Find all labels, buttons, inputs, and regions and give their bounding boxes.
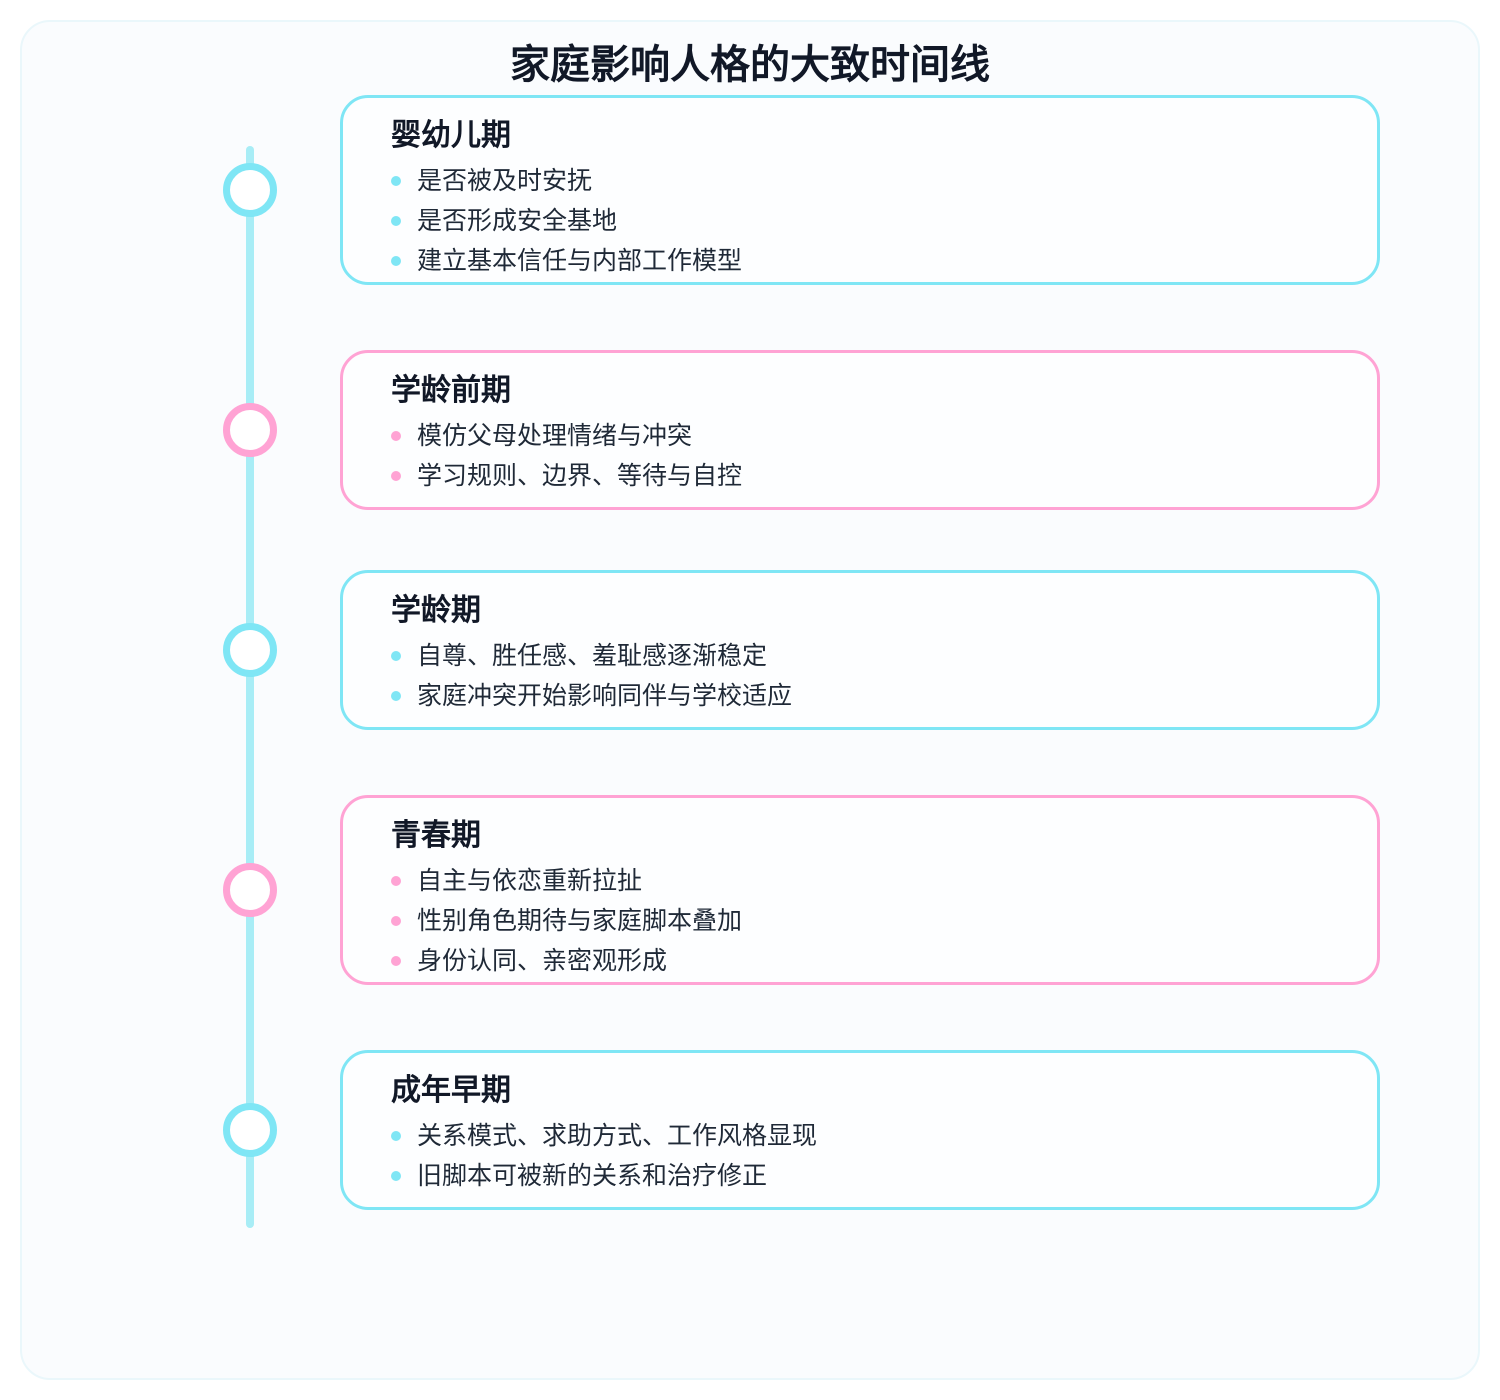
stage-card-preschool: 学龄前期 模仿父母处理情绪与冲突 学习规则、边界、等待与自控 (340, 350, 1380, 510)
list-item: 身份认同、亲密观形成 (391, 941, 742, 981)
list-item: 关系模式、求助方式、工作风格显现 (391, 1116, 817, 1156)
list-item-text: 家庭冲突开始影响同伴与学校适应 (417, 681, 793, 710)
bullet-dot-icon (391, 216, 401, 226)
stage-card-infancy: 婴幼儿期 是否被及时安抚 是否形成安全基地 建立基本信任与内部工作模型 (340, 95, 1380, 285)
stage-title: 成年早期 (391, 1073, 511, 1108)
list-item-text: 建立基本信任与内部工作模型 (417, 246, 743, 275)
timeline-node-preschool (223, 403, 277, 457)
timeline-line (246, 146, 254, 1228)
timeline-node-school-age (223, 623, 277, 677)
list-item: 是否被及时安抚 (391, 161, 742, 201)
list-item: 是否形成安全基地 (391, 201, 742, 241)
bullet-dot-icon (391, 916, 401, 926)
list-item-text: 自主与依恋重新拉扯 (417, 866, 643, 895)
timeline-node-early-adulthood (223, 1103, 277, 1157)
list-item-text: 自尊、胜任感、羞耻感逐渐稳定 (417, 641, 768, 670)
stage-item-list: 自尊、胜任感、羞耻感逐渐稳定 家庭冲突开始影响同伴与学校适应 (391, 636, 792, 716)
stage-title: 青春期 (391, 818, 481, 853)
list-item: 建立基本信任与内部工作模型 (391, 241, 742, 281)
stage-item-list: 模仿父母处理情绪与冲突 学习规则、边界、等待与自控 (391, 416, 742, 496)
stage-item-list: 自主与依恋重新拉扯 性别角色期待与家庭脚本叠加 身份认同、亲密观形成 (391, 861, 742, 981)
bullet-dot-icon (391, 956, 401, 966)
bullet-dot-icon (391, 471, 401, 481)
list-item: 家庭冲突开始影响同伴与学校适应 (391, 676, 792, 716)
list-item: 自主与依恋重新拉扯 (391, 861, 742, 901)
list-item-text: 学习规则、边界、等待与自控 (417, 461, 743, 490)
stage-card-adolescence: 青春期 自主与依恋重新拉扯 性别角色期待与家庭脚本叠加 身份认同、亲密观形成 (340, 795, 1380, 985)
bullet-dot-icon (391, 1171, 401, 1181)
bullet-dot-icon (391, 256, 401, 266)
list-item: 学习规则、边界、等待与自控 (391, 456, 742, 496)
list-item-text: 性别角色期待与家庭脚本叠加 (417, 906, 743, 935)
list-item-text: 关系模式、求助方式、工作风格显现 (417, 1121, 818, 1150)
list-item: 模仿父母处理情绪与冲突 (391, 416, 742, 456)
stage-title: 学龄前期 (391, 373, 511, 408)
stage-card-school-age: 学龄期 自尊、胜任感、羞耻感逐渐稳定 家庭冲突开始影响同伴与学校适应 (340, 570, 1380, 730)
stage-item-list: 关系模式、求助方式、工作风格显现 旧脚本可被新的关系和治疗修正 (391, 1116, 817, 1196)
list-item: 旧脚本可被新的关系和治疗修正 (391, 1156, 817, 1196)
bullet-dot-icon (391, 431, 401, 441)
stage-title: 学龄期 (391, 593, 481, 628)
bullet-dot-icon (391, 691, 401, 701)
bullet-dot-icon (391, 176, 401, 186)
page-title: 家庭影响人格的大致时间线 (510, 42, 990, 88)
list-item-text: 是否被及时安抚 (417, 166, 593, 195)
list-item: 自尊、胜任感、羞耻感逐渐稳定 (391, 636, 792, 676)
bullet-dot-icon (391, 1131, 401, 1141)
timeline-node-adolescence (223, 863, 277, 917)
list-item-text: 身份认同、亲密观形成 (417, 946, 668, 975)
stage-item-list: 是否被及时安抚 是否形成安全基地 建立基本信任与内部工作模型 (391, 161, 742, 281)
list-item-text: 是否形成安全基地 (417, 206, 618, 235)
stage-card-early-adulthood: 成年早期 关系模式、求助方式、工作风格显现 旧脚本可被新的关系和治疗修正 (340, 1050, 1380, 1210)
list-item-text: 旧脚本可被新的关系和治疗修正 (417, 1161, 768, 1190)
stage-title: 婴幼儿期 (391, 118, 511, 153)
bullet-dot-icon (391, 876, 401, 886)
list-item: 性别角色期待与家庭脚本叠加 (391, 901, 742, 941)
list-item-text: 模仿父母处理情绪与冲突 (417, 421, 693, 450)
bullet-dot-icon (391, 651, 401, 661)
timeline-node-infancy (223, 163, 277, 217)
